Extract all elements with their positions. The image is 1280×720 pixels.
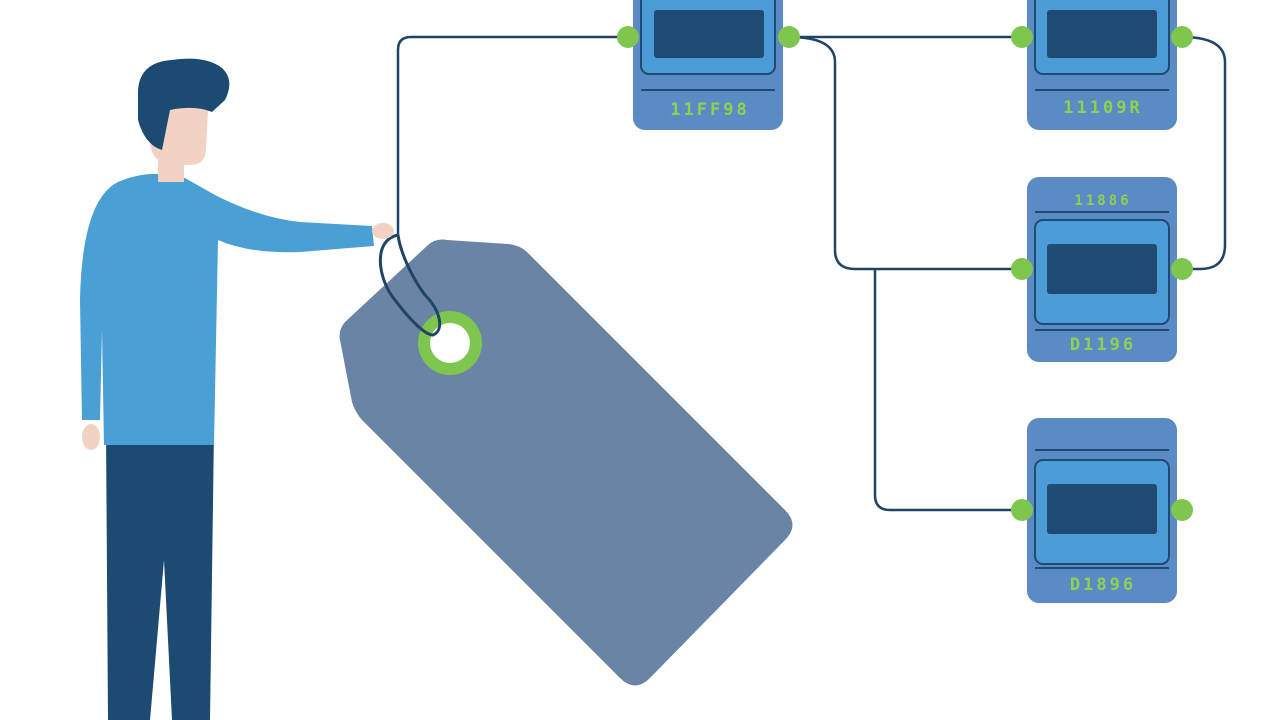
wires [396,35,1227,512]
person-pants [106,430,214,720]
module-code: D1896 [1070,575,1136,595]
person-hand [372,223,394,239]
connector-dot[interactable] [1011,26,1033,48]
module-code: 11109R [1063,98,1142,118]
wire-tag-to-top-center [396,35,628,235]
connector-dot[interactable] [1011,499,1033,521]
person-left-hand [82,424,100,450]
connector-dot[interactable] [617,26,639,48]
module-screen [1047,244,1157,294]
module-code: D1196 [1070,335,1136,355]
module-middle-right: 11886 D1196 [1011,177,1193,362]
module-screen [654,10,764,58]
tag-body [339,239,793,686]
connector-dot[interactable] [1171,258,1193,280]
person-shirt [80,173,374,446]
module-top-code: 11886 [1074,193,1131,209]
module-bottom-right: D1896 [1011,418,1193,603]
tag-string [378,233,442,337]
wire-top-center-down [788,35,1022,271]
price-tag-icon[interactable] [339,233,793,686]
connector-dot[interactable] [1171,26,1193,48]
module-code: 11FF98 [670,100,749,120]
module-screen [1047,484,1157,534]
person-figure [80,58,394,720]
connector-dot[interactable] [1171,499,1193,521]
wire-top-right-to-middle-right [1181,35,1227,271]
person-hair [138,58,230,150]
module-top-center: 11FF98 [617,0,800,130]
connector-dot[interactable] [778,26,800,48]
connector-dot[interactable] [1011,258,1033,280]
module-top-right: 11109R [1011,0,1193,130]
module-screen [1047,10,1157,58]
wire-to-bottom-right [873,269,1022,512]
tag-hole [430,323,470,363]
